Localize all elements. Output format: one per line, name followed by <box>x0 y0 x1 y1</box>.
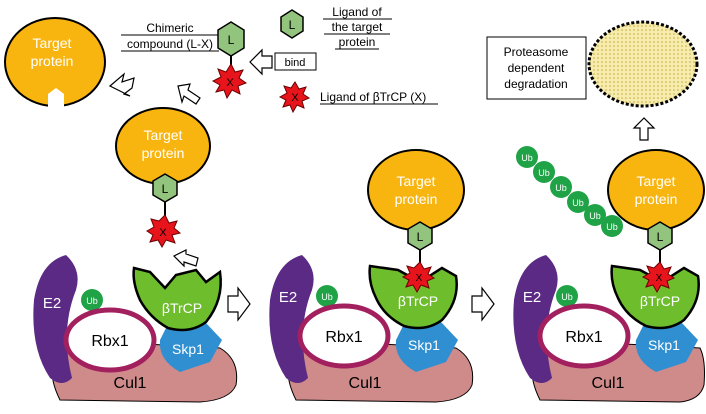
ub-chain-1: Ub <box>521 153 533 163</box>
cul1-label-2: Cul1 <box>349 375 382 392</box>
legend-ligand-target-2: the target <box>332 20 383 34</box>
arrow-compound-down <box>177 83 201 105</box>
bind-label: bind <box>285 57 306 69</box>
skp1-label-2: Skp1 <box>408 337 440 353</box>
degraded-protein <box>587 20 699 108</box>
target-protein-label-1a: Target <box>33 35 72 51</box>
target-protein-label-4b: protein <box>635 191 678 207</box>
arrow-panel-2-to-3 <box>471 286 495 322</box>
e2-label-1: E2 <box>43 295 61 312</box>
ligand-L-label-2: L <box>162 182 169 196</box>
arrow-panel-1-to-2 <box>227 286 251 322</box>
ligand-X-label-4: X <box>656 273 663 284</box>
target-protein-label-2b: protein <box>142 145 185 161</box>
skp1-label-1: Skp1 <box>172 341 204 357</box>
arrow-bind-to-compound <box>249 48 273 76</box>
btrcp-label-1: βTrCP <box>162 300 202 316</box>
polyubiquitin-chain: Ub Ub Ub Ub Ub Ub <box>516 146 623 237</box>
ub-label-2: Ub <box>321 292 333 302</box>
e3-complex-panel-2: E2 Ub Skp1 βTrCP Rbx1 Cul1 Target protei… <box>269 149 474 403</box>
arrow-into-pocket <box>172 249 199 268</box>
proteasome-label-1: Proteasome <box>504 45 569 59</box>
legend-ligand-target: L <box>280 9 304 39</box>
target-protein-label-3a: Target <box>397 173 436 189</box>
ligand-X-label: X <box>226 77 234 89</box>
chimeric-compound: L X <box>211 21 248 100</box>
ub-chain-3: Ub <box>555 183 567 193</box>
rbx1-label-2: Rbx1 <box>325 329 362 346</box>
ub-label-3: Ub <box>561 292 573 302</box>
ligand-L-label-3: L <box>417 230 424 244</box>
btrcp-label-2: βTrCP <box>398 293 438 309</box>
e3-complex-panel-3: E2 Ub Skp1 βTrCP Rbx1 Cul1 Target protei… <box>513 149 705 403</box>
target-protein-label-4a: Target <box>637 173 676 189</box>
legend-ligand-target-3: protein <box>339 35 376 49</box>
legend-ligand-target-1: Ligand of <box>332 5 382 19</box>
arrow-protein-down <box>108 72 135 97</box>
proteasome-label-2: dependent <box>508 61 565 75</box>
e3-complex-panel-1: E2 Ub Skp1 βTrCP Rbx1 Cul1 <box>33 255 238 403</box>
ub-chain-2: Ub <box>538 168 550 178</box>
ligand-L-label-4: L <box>657 230 664 244</box>
cul1-label-3: Cul1 <box>592 375 625 392</box>
legend-L-label: L <box>289 18 296 32</box>
chimeric-label-1: Chimeric <box>146 21 193 35</box>
arrow-to-degradation <box>632 117 656 141</box>
chimeric-label-2: compound (L-X) <box>127 37 213 51</box>
target-protein-label-2a: Target <box>144 127 183 143</box>
legend-ligand-btrcp: X <box>278 81 311 114</box>
e2-label-3: E2 <box>523 289 541 306</box>
ligand-L-hexagon <box>217 21 245 57</box>
protein-compound-complex: Target protein L X <box>115 107 211 249</box>
ligand-X-label-2: X <box>159 227 167 239</box>
bind-box <box>274 52 317 71</box>
rbx1-label-1: Rbx1 <box>91 333 128 350</box>
skp1-label-3: Skp1 <box>648 337 680 353</box>
proteasome-label-box <box>486 36 587 100</box>
rbx1-label-3: Rbx1 <box>565 329 602 346</box>
target-protein-label-1b: protein <box>31 53 74 69</box>
ub-chain-6: Ub <box>606 222 618 232</box>
ligand-X-label-3: X <box>416 273 423 284</box>
legend-X-label: X <box>291 92 299 104</box>
proteasome-label-3: degradation <box>504 77 567 91</box>
btrcp-label-3: βTrCP <box>640 293 680 309</box>
cul1-label-1: Cul1 <box>114 375 147 392</box>
ub-chain-5: Ub <box>589 211 601 221</box>
ub-label-1: Ub <box>86 296 98 306</box>
ligand-X-star <box>211 62 248 100</box>
ub-chain-4: Ub <box>572 198 584 208</box>
target-protein-label-3b: protein <box>395 191 438 207</box>
e2-label-2: E2 <box>279 289 297 306</box>
free-target-protein: Target protein <box>4 17 106 108</box>
legend-ligand-btrcp-label: Ligand of βTrCP (X) <box>320 90 426 104</box>
ligand-L-label: L <box>228 33 235 47</box>
